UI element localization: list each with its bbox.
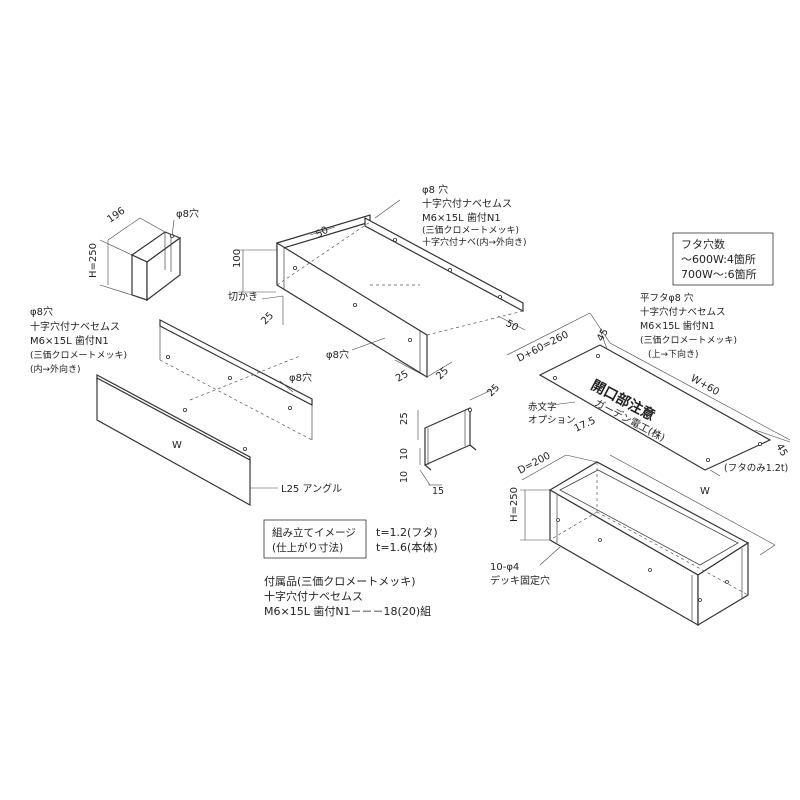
side-panel-depth: 196: [105, 205, 127, 225]
lid-holes-line2: 700W～:6箇所: [681, 267, 757, 281]
assembled-deck: デッキ固定穴: [490, 574, 550, 587]
small-bracket-plate: [424, 407, 471, 466]
small-bracket-dim-10b: 10: [399, 471, 410, 483]
side-panel-face: [146, 236, 181, 302]
top-note-line: φ8 穴: [422, 183, 448, 196]
front-frame-width: W: [172, 440, 182, 451]
front-frame-angle: L25 アングル: [281, 482, 342, 495]
top-note-line: 十字穴付ナベ(内→外向き): [422, 236, 527, 248]
lid: [506, 312, 791, 477]
front-frame: [96, 319, 313, 507]
lid-holes-title: フタ穴数: [681, 237, 725, 251]
bracket-note-line: φ8穴: [30, 305, 53, 318]
lid-dim-45b: 45: [773, 442, 789, 459]
side-panel-hole-label: φ8穴: [176, 207, 199, 220]
lid-note-line: 十字穴付ナベセムス: [640, 306, 726, 318]
lid-note-line: 平フタφ8 穴: [640, 292, 694, 304]
assembly-thickness-body: t=1.6(本体): [376, 540, 438, 554]
assembled-holes: 10-φ4: [490, 562, 519, 573]
top-frame-front-plate: [276, 241, 428, 379]
top-note: φ8 穴 十字穴付ナベセムス M6×15L 歯付N1 (三価クロメートメッキ) …: [422, 183, 527, 248]
bracket-note-line: 十字穴付ナベセムス: [30, 320, 120, 333]
side-panel-front: [131, 254, 148, 301]
small-bracket-dim-25a: 25: [399, 412, 410, 425]
accessories-line2: 十字穴付ナベセムス: [264, 589, 363, 603]
lid-hole: [553, 375, 558, 380]
assembled-width: W: [700, 486, 710, 497]
side-panel: [99, 217, 182, 302]
assembly-thickness-lid: t=1.2(フタ): [376, 526, 438, 539]
lid-note-line: (三価クロメートメッキ): [640, 334, 737, 346]
top-frame-dim-25b: 25: [394, 369, 411, 385]
bracket-note: φ8穴 十字穴付ナベセムス M6×15L 歯付N1 (三価クロメートメッキ) (…: [30, 305, 127, 375]
bracket-note-line: M6×15L 歯付N1: [30, 334, 109, 347]
side-panel-height: H=250: [88, 243, 99, 278]
small-bracket-dim-10a: 10: [399, 448, 410, 460]
assembled-height: H=250: [509, 487, 520, 522]
lid-note-line: (上→下向き): [648, 348, 699, 360]
assembled-side-face: [697, 541, 749, 627]
bracket-note-line: (三価クロメートメッキ): [30, 349, 127, 361]
front-frame-top-rail: [159, 319, 313, 406]
assembly-line1: 組み立てイメージ: [272, 526, 356, 539]
lid-note: 平フタφ8 穴 十字穴付ナベセムス M6×15L 歯付N1 (三価クロメートメッ…: [640, 292, 737, 360]
lid-hole: [706, 457, 711, 462]
top-frame-dim-100: 100: [232, 249, 243, 268]
lid-depth: D+60=260: [515, 329, 570, 364]
top-frame-cut: 切かき: [228, 291, 258, 303]
top-note-line: (三価クロメートメッキ): [422, 224, 519, 236]
top-frame-dim-25c: 25: [434, 365, 451, 382]
assembly-box: [263, 519, 367, 559]
small-bracket-dim-15: 15: [432, 486, 444, 497]
top-note-line: 十字穴付ナベセムス: [422, 197, 512, 210]
lid-note-line: M6×15L 歯付N1: [640, 320, 715, 332]
accessories-line1: 付属品(三価クロメートメッキ): [264, 575, 416, 588]
lid-option-label: オプション: [528, 415, 576, 426]
lid-dim-175: 17.5: [573, 415, 598, 434]
bracket-note-line: (内→外向き): [30, 363, 81, 375]
lid-plate: [538, 344, 772, 471]
front-frame-hole: φ8穴: [289, 371, 312, 384]
top-frame-dim-25a: 25: [259, 310, 276, 327]
lid-red-label: 赤文字: [528, 401, 557, 413]
lid-holes-line1: ～600W:4箇所: [681, 252, 756, 266]
small-bracket: [417, 387, 497, 486]
assembled-box: [520, 454, 776, 627]
top-frame-hole: φ8穴: [326, 348, 349, 361]
assembly-line2: (仕上がり寸法): [272, 541, 343, 554]
lid-hole: [596, 353, 601, 358]
lid-thickness: (フタのみ1.2t): [724, 463, 788, 474]
top-note-line: M6×15L 歯付N1: [422, 211, 501, 224]
lid-hole: [758, 441, 763, 446]
lid-holes-box: [672, 232, 774, 286]
small-bracket-dim-25b: 25: [485, 382, 502, 399]
accessories-line3: M6×15L 歯付N1－－－18(20)組: [264, 605, 431, 618]
top-frame: [238, 199, 526, 379]
